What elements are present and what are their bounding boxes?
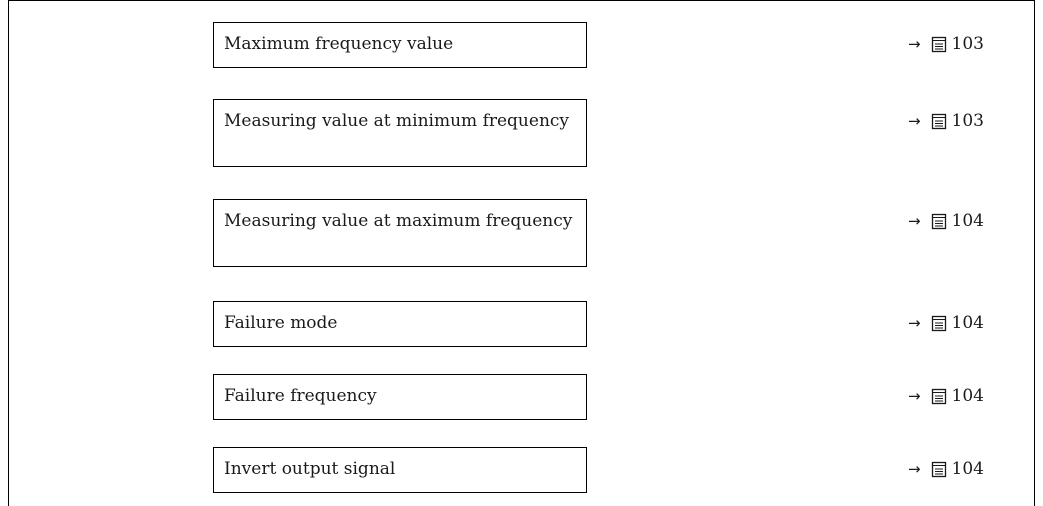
page-reference[interactable]: → 104 <box>908 311 984 336</box>
page-reference[interactable]: → 103 <box>908 109 984 134</box>
page-number: 103 <box>951 111 984 131</box>
reference-arrow: → <box>907 35 921 53</box>
page-reference[interactable]: → 104 <box>908 384 984 409</box>
book-icon <box>931 113 947 130</box>
book-icon <box>931 315 947 332</box>
reference-arrow: → <box>907 212 921 230</box>
book-icon <box>931 461 947 478</box>
reference-arrow: → <box>907 387 921 405</box>
parameter-label: Failure frequency <box>224 386 377 406</box>
page-number: 103 <box>951 34 984 54</box>
document-frame: Maximum frequency value → 103 Measuring … <box>8 0 1035 506</box>
parameter-label-box[interactable]: Maximum frequency value <box>213 22 587 68</box>
page-reference[interactable]: → 104 <box>908 457 984 482</box>
page-reference[interactable]: → 104 <box>908 209 984 234</box>
parameter-label: Measuring value at minimum frequency <box>224 111 570 131</box>
page-number: 104 <box>951 211 984 231</box>
reference-arrow: → <box>907 314 921 332</box>
parameter-label-box[interactable]: Measuring value at maximum frequency <box>213 199 587 267</box>
parameter-label-box[interactable]: Invert output signal <box>213 447 587 493</box>
page-number: 104 <box>951 459 984 479</box>
page-reference[interactable]: → 103 <box>908 32 984 57</box>
parameter-label: Maximum frequency value <box>224 34 454 54</box>
parameter-label-box[interactable]: Failure mode <box>213 301 587 347</box>
parameter-label: Failure mode <box>224 313 338 333</box>
parameter-label-box[interactable]: Measuring value at minimum frequency <box>213 99 587 167</box>
reference-arrow: → <box>907 460 921 478</box>
book-icon <box>931 36 947 53</box>
page-number: 104 <box>951 386 984 406</box>
page-number: 104 <box>951 313 984 333</box>
book-icon <box>931 213 947 230</box>
parameter-label: Measuring value at maximum frequency <box>224 211 573 231</box>
book-icon <box>931 388 947 405</box>
parameter-label-box[interactable]: Failure frequency <box>213 374 587 420</box>
parameter-label: Invert output signal <box>224 459 396 479</box>
reference-arrow: → <box>907 112 921 130</box>
